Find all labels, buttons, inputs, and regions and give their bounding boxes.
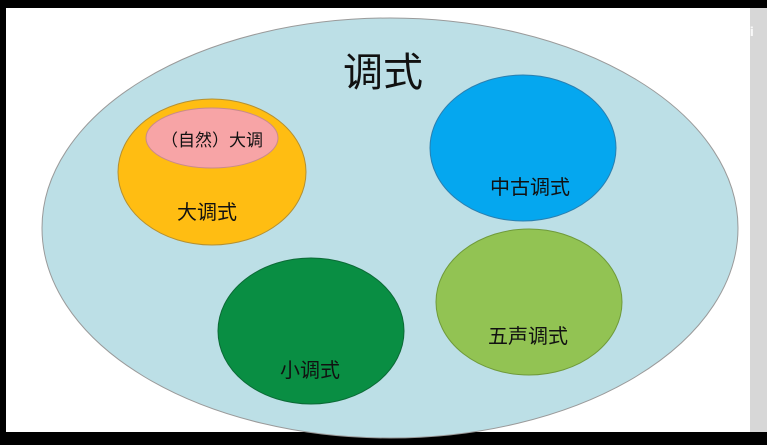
watermark-user: raby1127 bbox=[653, 26, 706, 39]
minor-modes-label: 小调式 bbox=[280, 358, 340, 382]
medieval-modes-label: 中古调式 bbox=[490, 175, 570, 199]
natural-major-circle bbox=[145, 107, 279, 169]
major-modes-label: 大调式 bbox=[177, 200, 237, 224]
pentatonic-modes-circle bbox=[435, 228, 623, 376]
natural-major-label: （自然）大调 bbox=[161, 131, 263, 151]
diagram-title: 调式 bbox=[343, 50, 423, 96]
watermark-logo: bilibili bbox=[712, 25, 754, 39]
medieval-modes-circle bbox=[429, 74, 617, 222]
minor-modes-circle bbox=[217, 257, 405, 405]
slide-right-edge bbox=[750, 8, 767, 432]
pentatonic-modes-label: 五声调式 bbox=[488, 324, 568, 348]
